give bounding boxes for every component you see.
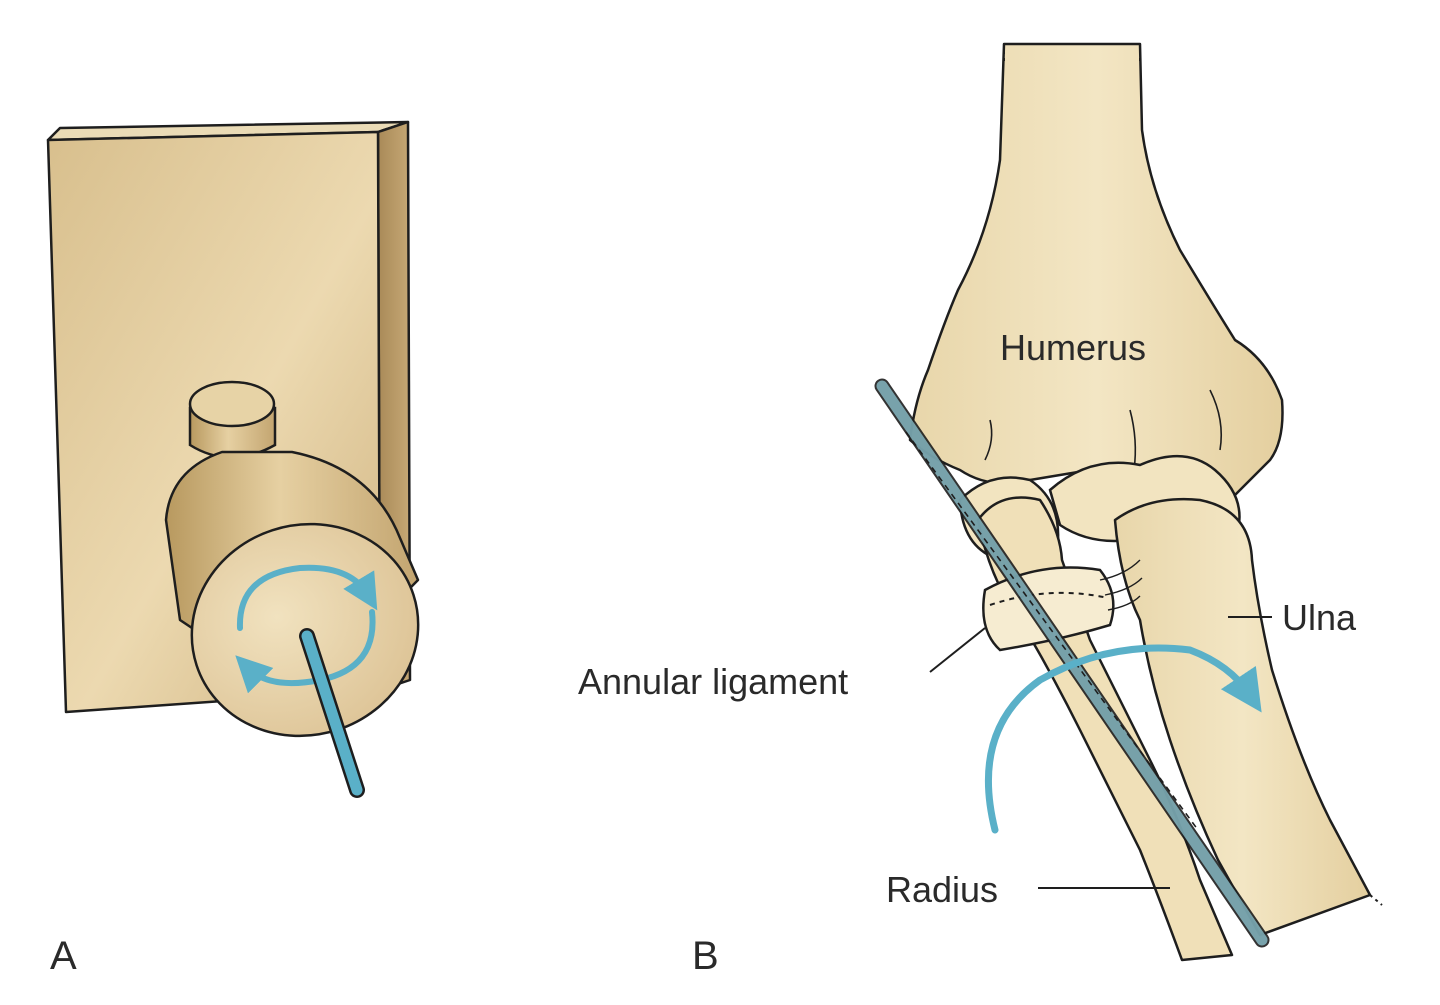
- annular-ligament-label: Annular ligament: [578, 661, 849, 702]
- ligament-fibers: [1099, 559, 1143, 611]
- panel-b-letter: B: [692, 934, 719, 978]
- panel-a-letter: A: [50, 934, 77, 978]
- humerus-bone: [908, 42, 1284, 502]
- ulna-label: Ulna: [1282, 597, 1357, 638]
- axis-rod-a: [299, 628, 365, 798]
- pivot-neck-top: [188, 380, 276, 428]
- ulna-bone: [1113, 497, 1372, 937]
- rotation-arrow-upper: [236, 564, 378, 631]
- humerus-contour-1: [984, 419, 993, 461]
- radius-label: Radius: [886, 869, 999, 910]
- annular-ligament-dash: [989, 591, 1109, 606]
- humerus-contour-3: [1209, 389, 1223, 451]
- panel-a-pivot-model: [46, 120, 420, 798]
- panel-b-elbow: [874, 42, 1383, 962]
- annular-ligament-leader: [929, 627, 986, 673]
- rotation-arrow-b: [984, 644, 1262, 834]
- humerus-label: Humerus: [1000, 327, 1147, 368]
